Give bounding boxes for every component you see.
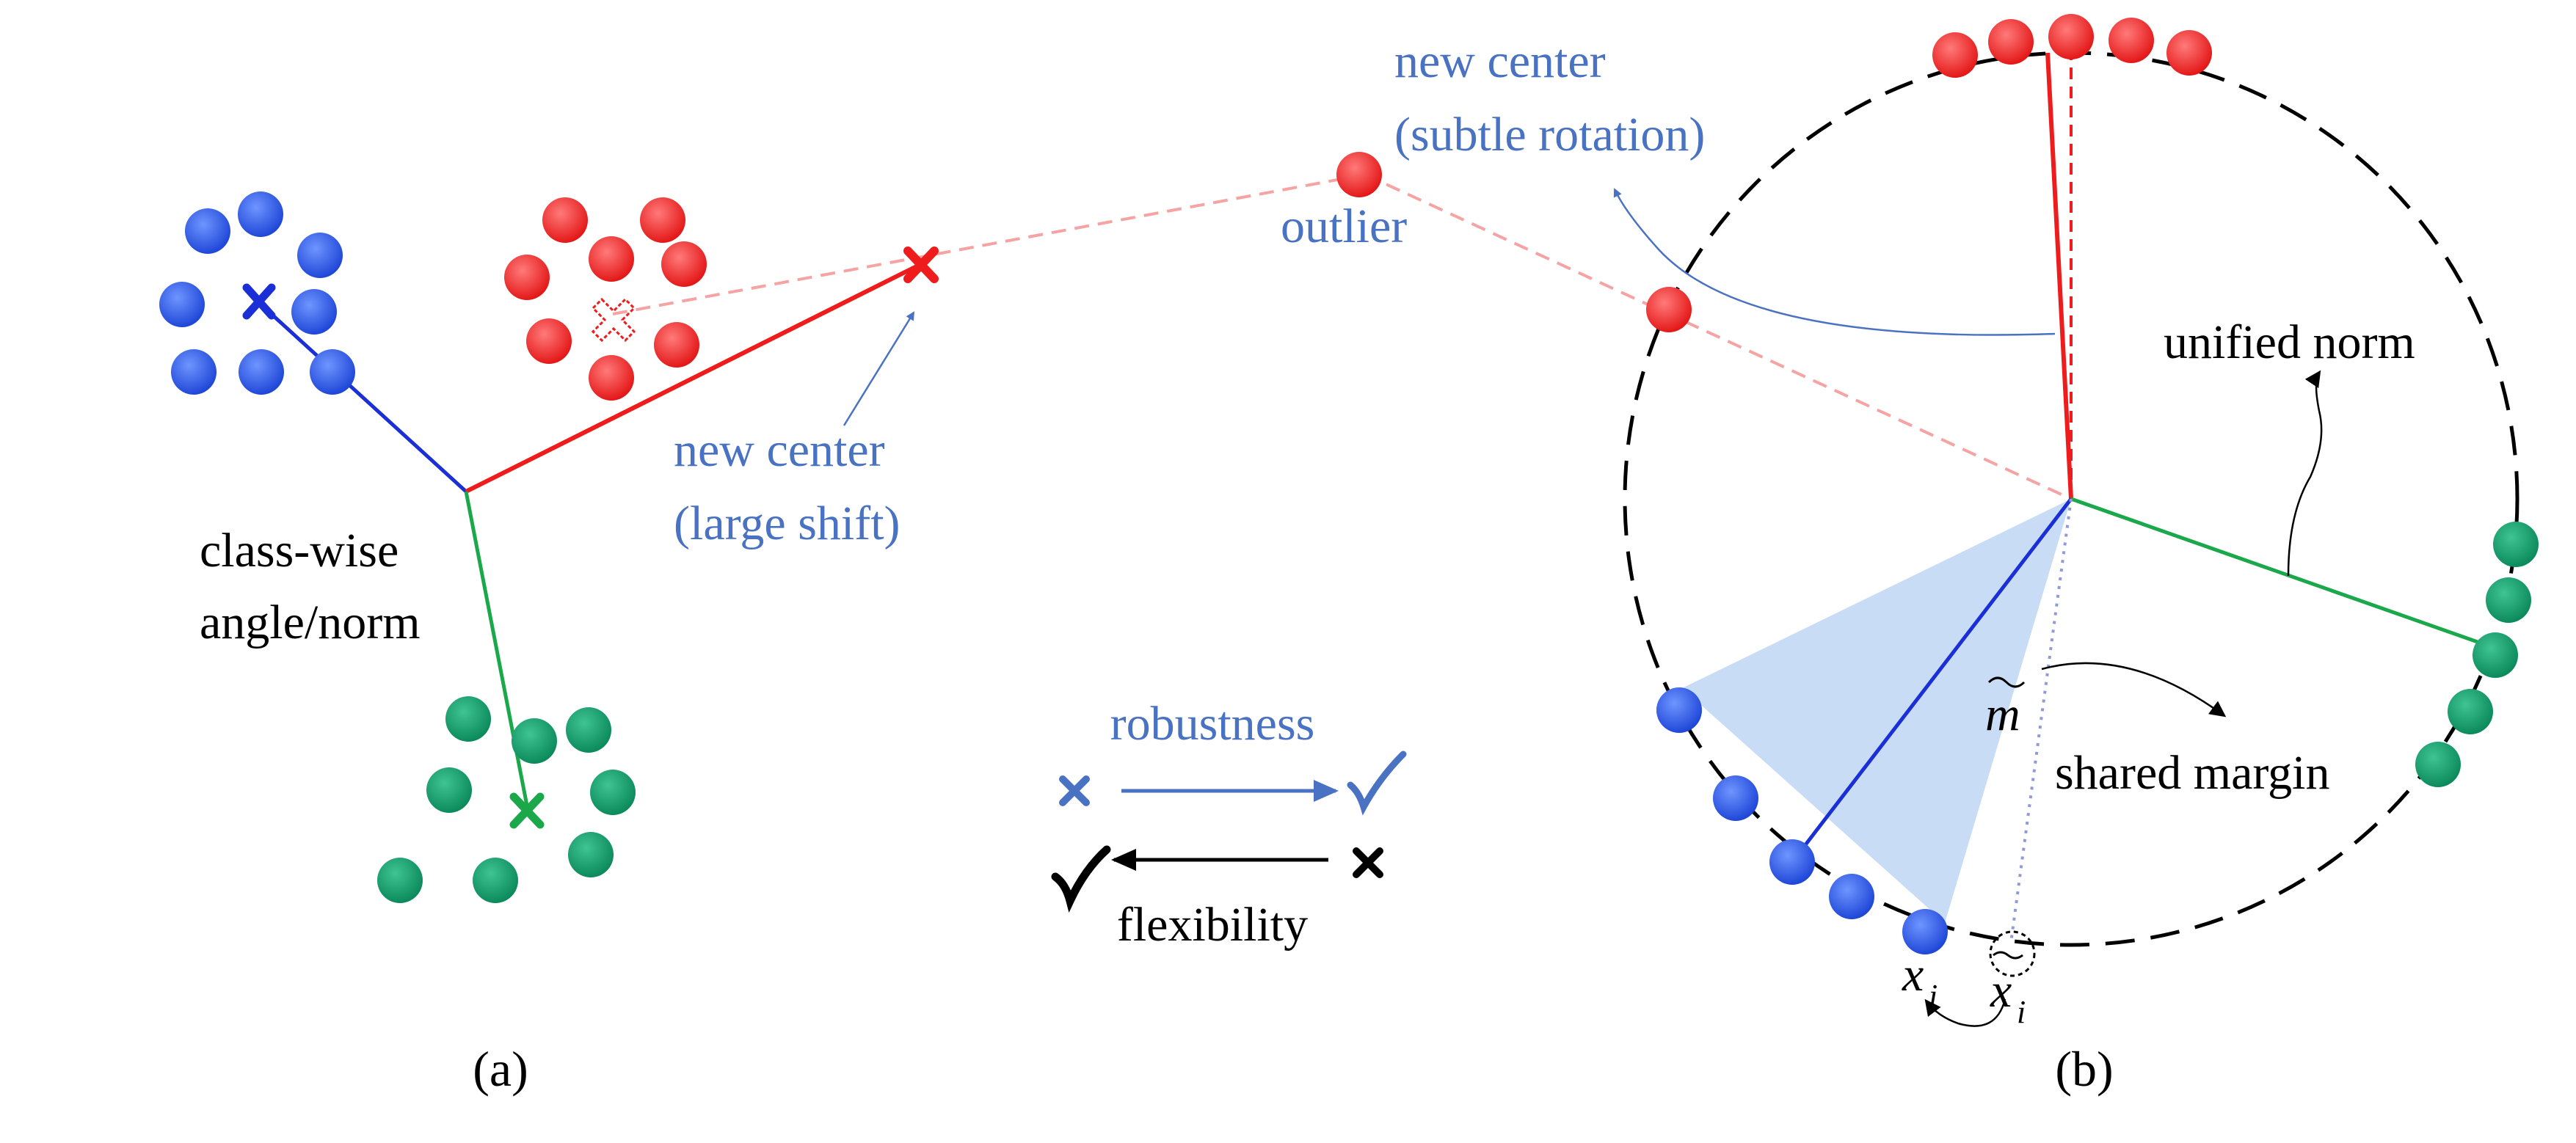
shared-margin-label: shared margin — [2055, 746, 2330, 800]
shifted-xi-subscript: i — [2017, 994, 2026, 1030]
green-center-cross-icon — [509, 792, 545, 829]
old-red-center-cross-icon — [591, 297, 636, 343]
sample-xi-label: x i — [1902, 948, 1938, 1014]
classwise-label-line1: class-wise — [200, 524, 399, 577]
red-sample — [1988, 19, 2034, 65]
panel-b-caption: (b) — [2055, 1041, 2113, 1097]
green-sample — [473, 858, 518, 903]
blue-sample — [310, 349, 355, 395]
margin-symbol: m — [1985, 676, 2026, 741]
tilde-icon — [1993, 951, 2023, 960]
green-sample — [426, 767, 472, 813]
subtle-rotation-arrow — [1613, 188, 2056, 336]
blue-sample — [291, 289, 337, 335]
red-sample — [589, 236, 634, 282]
unified-norm-label: unified norm — [2164, 315, 2415, 369]
outlier-sample — [1336, 152, 1382, 197]
flexibility-check-icon — [1051, 845, 1111, 913]
blue-sample — [171, 349, 217, 395]
classwise-label-line2: angle/norm — [200, 596, 421, 649]
blue-sample — [1829, 874, 1874, 919]
blue-class-vector — [255, 299, 467, 493]
blue-cluster — [159, 191, 355, 395]
red-sample — [2109, 18, 2154, 63]
outlier-label: outlier — [1281, 200, 1407, 253]
new-center-subtle-line1: new center — [1394, 34, 1606, 88]
green-sample — [568, 832, 614, 877]
large-shift-arrow — [843, 311, 915, 426]
new-center-large-shift-line2: (large shift) — [674, 497, 900, 550]
green-unit-vector — [2070, 497, 2489, 648]
blue-sample — [1713, 775, 1758, 821]
blue-sample-xi — [1902, 909, 1948, 954]
flexibility-label: flexibility — [1117, 898, 1308, 952]
red-sample — [2048, 14, 2094, 59]
outlier-dashed-line — [1364, 173, 2072, 500]
green-sample — [2415, 742, 2461, 787]
panel-a-caption: (a) — [473, 1041, 528, 1097]
green-sample — [2493, 522, 2539, 567]
blue-cluster-b — [1656, 687, 2036, 977]
blue-sample — [238, 191, 283, 237]
red-sample — [542, 197, 588, 243]
blue-sample — [159, 282, 205, 327]
red-unit-vector — [2045, 52, 2073, 500]
blue-sample — [297, 233, 343, 278]
shifted-xi-label: x i — [1990, 951, 2026, 1030]
green-sample — [445, 696, 491, 742]
flexibility-cross-icon — [1353, 847, 1383, 878]
green-class-vector — [464, 491, 529, 806]
unified-norm-arrow — [2287, 370, 2323, 577]
blue-sample — [185, 208, 230, 254]
outlier-projected-sample — [1646, 287, 1692, 332]
green-sample — [2486, 577, 2531, 623]
sample-xi-subscript: i — [1929, 978, 1938, 1014]
green-sample — [512, 718, 557, 764]
red-class-vector — [465, 262, 923, 494]
panel-a: class-wise angle/norm new center (large … — [159, 173, 1407, 1097]
robustness-check-icon — [1347, 751, 1407, 816]
sample-shift-arrow — [1924, 998, 2006, 1027]
red-shift-dashed-line — [612, 173, 1366, 315]
blue-center-cross-icon — [242, 283, 276, 320]
blue-sample — [1656, 687, 1702, 733]
blue-sample — [1769, 839, 1815, 885]
green-sample — [590, 770, 636, 815]
margin-symbol-m: m — [1985, 687, 2020, 741]
margin-wedge — [1682, 499, 2071, 923]
red-sample — [1932, 32, 1978, 78]
new-center-large-shift-line1: new center — [674, 423, 885, 477]
blue-sample — [239, 349, 284, 395]
robustness-cross-icon — [1059, 775, 1090, 806]
red-sample — [589, 355, 634, 401]
tilde-icon — [1987, 676, 2026, 688]
sample-xi-letter: x — [1902, 948, 1924, 1001]
shifted-sample-placeholder — [1989, 930, 2036, 977]
green-sample — [566, 707, 611, 753]
blue-unit-vector — [1791, 497, 2073, 863]
red-cluster — [504, 197, 707, 401]
red-sample — [526, 318, 572, 364]
new-center-subtle-line2: (subtle rotation) — [1394, 108, 1705, 161]
green-sample — [377, 858, 423, 903]
new-red-center-cross-icon — [903, 247, 939, 283]
red-sample — [640, 197, 685, 243]
red-sample — [654, 322, 699, 368]
shared-margin-arrow — [2041, 662, 2227, 717]
green-sample — [2448, 689, 2493, 734]
green-cluster — [377, 696, 636, 903]
robustness-label: robustness — [1110, 697, 1315, 751]
green-sample — [2473, 632, 2518, 678]
panel-b: new center (subtle rotation) outlier uni… — [1281, 14, 2539, 1097]
red-sample — [661, 241, 707, 287]
red-sample — [504, 255, 550, 300]
shifted-xi-letter: x — [1990, 964, 2012, 1018]
green-cluster-b — [2415, 522, 2539, 787]
red-cluster-b — [1336, 14, 2212, 332]
red-sample — [2166, 30, 2212, 76]
tradeoff-legend: robustness flexibility — [1051, 697, 1407, 952]
